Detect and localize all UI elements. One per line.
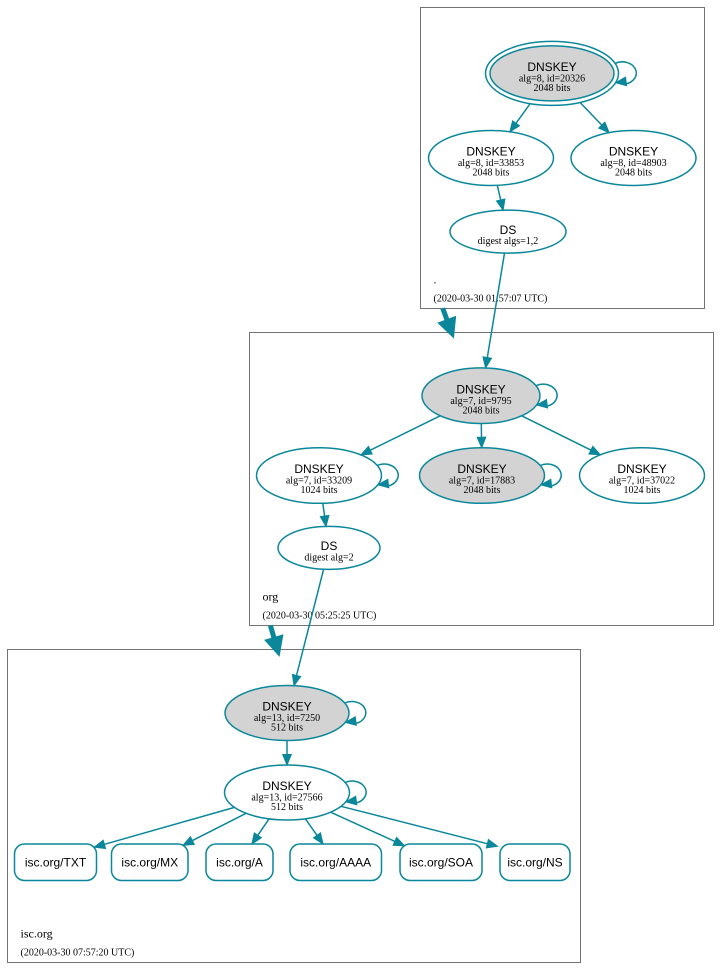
svg-text:isc.org/TXT: isc.org/TXT [25, 856, 87, 870]
svg-text:1024 bits: 1024 bits [301, 485, 338, 496]
svg-text:alg=7, id=37022: alg=7, id=37022 [609, 476, 675, 487]
svg-text:isc.org/AAAA: isc.org/AAAA [300, 856, 371, 870]
svg-text:DNSKEY: DNSKEY [456, 382, 505, 396]
svg-text:1024 bits: 1024 bits [624, 485, 661, 496]
svg-text:DNSKEY: DNSKEY [609, 145, 658, 159]
svg-text:isc.org/SOA: isc.org/SOA [409, 856, 473, 870]
svg-text:2048 bits: 2048 bits [463, 405, 500, 416]
svg-text:2048 bits: 2048 bits [615, 168, 652, 179]
svg-text:alg=8, id=33853: alg=8, id=33853 [458, 158, 524, 169]
svg-text:DNSKEY: DNSKEY [617, 462, 666, 476]
svg-text:isc.org/MX: isc.org/MX [121, 856, 178, 870]
svg-text:2048 bits: 2048 bits [473, 168, 510, 179]
svg-text:512 bits: 512 bits [271, 723, 303, 734]
svg-text:DS: DS [500, 223, 517, 237]
svg-text:DNSKEY: DNSKEY [527, 60, 576, 74]
svg-text:alg=7, id=9795: alg=7, id=9795 [450, 396, 511, 407]
svg-text:isc.org/A: isc.org/A [216, 856, 263, 870]
svg-text:DNSKEY: DNSKEY [262, 700, 311, 714]
svg-text:.: . [434, 273, 437, 287]
svg-text:alg=13, id=7250: alg=13, id=7250 [254, 713, 320, 724]
svg-text:(2020-03-30 07:57:20 UTC): (2020-03-30 07:57:20 UTC) [21, 948, 135, 959]
svg-text:512 bits: 512 bits [271, 802, 303, 813]
svg-text:alg=8, id=48903: alg=8, id=48903 [600, 158, 666, 169]
svg-text:2048 bits: 2048 bits [534, 83, 571, 94]
svg-text:DS: DS [321, 539, 338, 553]
svg-text:(2020-03-30 01:57:07 UTC): (2020-03-30 01:57:07 UTC) [434, 294, 548, 305]
svg-text:digest alg=2: digest alg=2 [304, 552, 353, 563]
svg-text:alg=13, id=27566: alg=13, id=27566 [251, 793, 322, 804]
svg-text:DNSKEY: DNSKEY [262, 779, 311, 793]
svg-text:DNSKEY: DNSKEY [466, 145, 515, 159]
svg-text:org: org [263, 590, 279, 604]
svg-text:alg=7, id=17883: alg=7, id=17883 [449, 476, 515, 487]
svg-text:alg=8, id=20326: alg=8, id=20326 [519, 74, 585, 85]
svg-text:isc.org: isc.org [21, 927, 53, 941]
svg-text:DNSKEY: DNSKEY [294, 462, 343, 476]
svg-text:DNSKEY: DNSKEY [457, 462, 506, 476]
svg-text:alg=7, id=33209: alg=7, id=33209 [286, 476, 352, 487]
svg-text:(2020-03-30 05:25:25 UTC): (2020-03-30 05:25:25 UTC) [263, 611, 377, 622]
svg-text:2048 bits: 2048 bits [464, 485, 501, 496]
svg-text:isc.org/NS: isc.org/NS [507, 856, 562, 870]
svg-text:digest algs=1,2: digest algs=1,2 [478, 236, 539, 247]
